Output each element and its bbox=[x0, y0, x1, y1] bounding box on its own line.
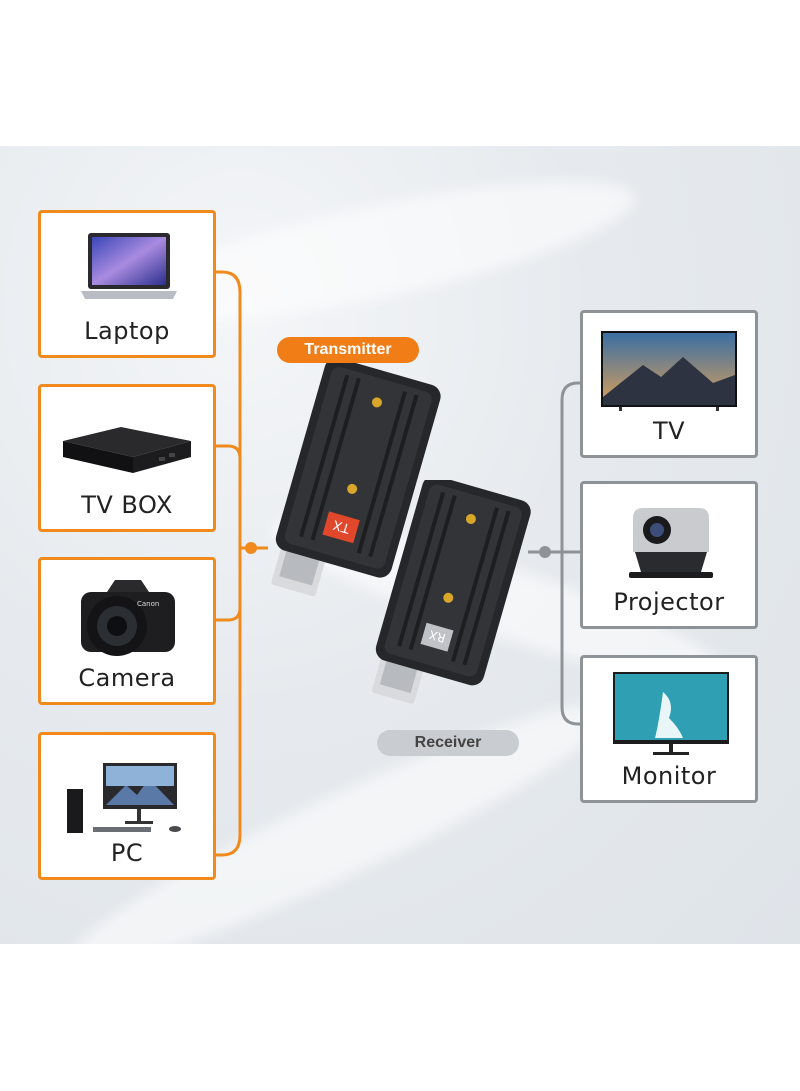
svg-text:Canon: Canon bbox=[137, 600, 159, 608]
destination-card-projector: Projector bbox=[580, 481, 758, 629]
tv-icon bbox=[583, 327, 755, 412]
pc-icon bbox=[41, 749, 213, 833]
source-card-camera: Canon Camera bbox=[38, 557, 216, 705]
destination-label: Projector bbox=[613, 588, 725, 616]
source-label: PC bbox=[110, 839, 144, 867]
projector-icon bbox=[583, 498, 755, 582]
receiver-label: Receiver bbox=[377, 730, 519, 756]
laptop-icon bbox=[41, 227, 213, 311]
receiver-device: RX bbox=[356, 475, 556, 744]
monitor-icon bbox=[583, 672, 755, 756]
destination-card-monitor: Monitor bbox=[580, 655, 758, 803]
camera-icon: Canon bbox=[41, 574, 213, 658]
tx-badge: TX bbox=[331, 516, 352, 535]
tv-box-icon bbox=[41, 401, 213, 485]
transmitter-device: TX bbox=[256, 357, 456, 634]
source-label: Laptop bbox=[84, 317, 170, 345]
destination-label: Monitor bbox=[621, 762, 717, 790]
destination-label: TV bbox=[652, 417, 686, 445]
source-card-laptop: Laptop bbox=[38, 210, 216, 358]
transmitter-label: Transmitter bbox=[277, 337, 419, 363]
source-label: TV BOX bbox=[81, 491, 173, 519]
source-card-pc: PC bbox=[38, 732, 216, 880]
destination-card-tv: TV bbox=[580, 310, 758, 458]
source-label: Camera bbox=[78, 664, 176, 692]
source-card-tv-box: TV BOX bbox=[38, 384, 216, 532]
rx-badge: RX bbox=[427, 627, 447, 645]
